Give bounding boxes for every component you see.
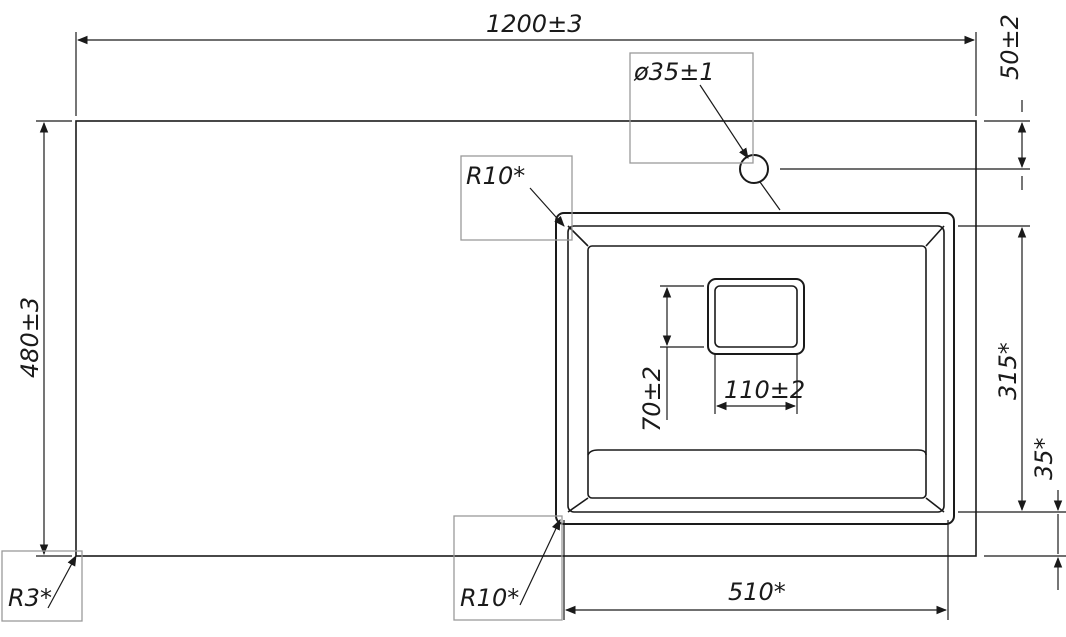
outer-radius-label: R3*: [8, 584, 52, 612]
drain-width-label: 110±2: [724, 376, 805, 404]
sink-bowl-basin: [587, 245, 927, 499]
callout-box-tap-hole: [629, 52, 754, 164]
drain-height-label: 70±2: [638, 366, 666, 432]
sink-bowl-inner: [567, 225, 945, 513]
overall-width-label: 1200±3: [486, 10, 582, 38]
bowl-depth-label: 315*: [994, 342, 1022, 400]
bowl-top-radius-label: R10*: [466, 162, 525, 190]
countertop-outline: [75, 120, 977, 557]
bowl-width-label: 510*: [728, 578, 786, 606]
tap-hole-diameter-label: ø35±1: [633, 58, 715, 86]
drain-outer: [707, 278, 805, 355]
tap-hole-offset-label: 50±2: [996, 14, 1024, 80]
callout-box-bowl-bottom-radius: [453, 515, 563, 621]
drain-inner: [714, 285, 798, 348]
overall-depth-label: 480±3: [16, 297, 44, 378]
bowl-bottom-offset-label: 35*: [1030, 437, 1058, 480]
bowl-bottom-radius-label: R10*: [460, 584, 519, 612]
callout-box-outer-radius: [1, 550, 83, 622]
callout-box-bowl-top-radius: [460, 155, 573, 241]
tap-hole: [739, 154, 769, 184]
sink-bowl-rim: [555, 212, 955, 525]
